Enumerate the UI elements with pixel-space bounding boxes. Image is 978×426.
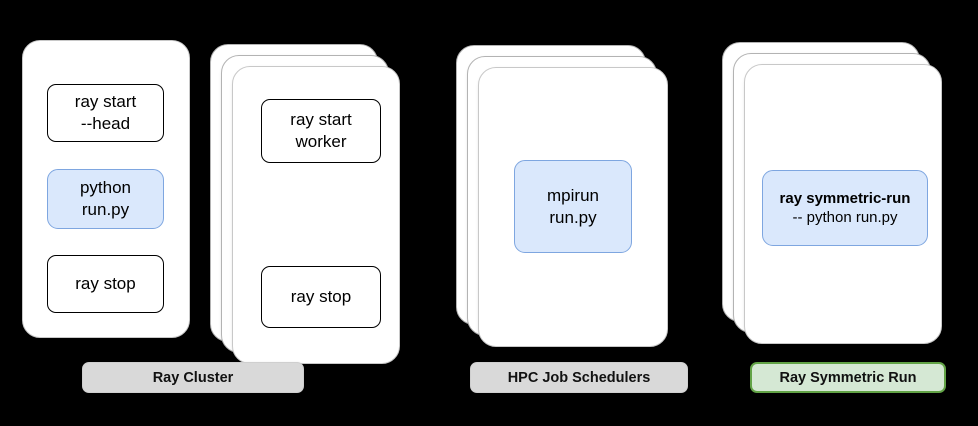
command-line-2: -- python run.py — [792, 209, 898, 226]
command-line-1: python — [79, 178, 132, 198]
command-box-mpirun-run-py[interactable]: mpirun run.py — [514, 160, 632, 253]
command-line-2: run.py — [81, 200, 130, 219]
command-line-1: ray stop — [290, 287, 352, 307]
command-box-ray-symmetric-run[interactable]: ray symmetric-run -- python run.py — [762, 170, 928, 246]
caption-label: Ray Cluster — [152, 369, 234, 386]
command-line-1: ray start — [290, 110, 352, 130]
command-box-ray-stop-head[interactable]: ray stop — [47, 255, 164, 313]
caption-label: HPC Job Schedulers — [507, 369, 651, 386]
command-line-2: --head — [80, 114, 131, 133]
caption-label: Ray Symmetric Run — [779, 369, 917, 386]
command-box-python-run-py[interactable]: python run.py — [47, 169, 164, 229]
caption-chip-ray-symmetric-run[interactable]: Ray Symmetric Run — [750, 362, 946, 393]
command-box-ray-start-worker[interactable]: ray start worker — [261, 99, 381, 163]
command-box-ray-start-head[interactable]: ray start --head — [47, 84, 164, 142]
command-line-1: ray symmetric-run — [779, 189, 911, 207]
caption-chip-hpc-job-schedulers[interactable]: HPC Job Schedulers — [470, 362, 688, 393]
command-line-1: mpirun — [547, 185, 599, 205]
command-line-1: ray start — [74, 92, 137, 112]
command-line-1: ray stop — [75, 274, 136, 294]
command-box-ray-stop-worker[interactable]: ray stop — [261, 266, 381, 328]
caption-chip-ray-cluster[interactable]: Ray Cluster — [82, 362, 304, 393]
command-line-2: run.py — [549, 207, 597, 227]
command-line-2: worker — [295, 132, 347, 151]
